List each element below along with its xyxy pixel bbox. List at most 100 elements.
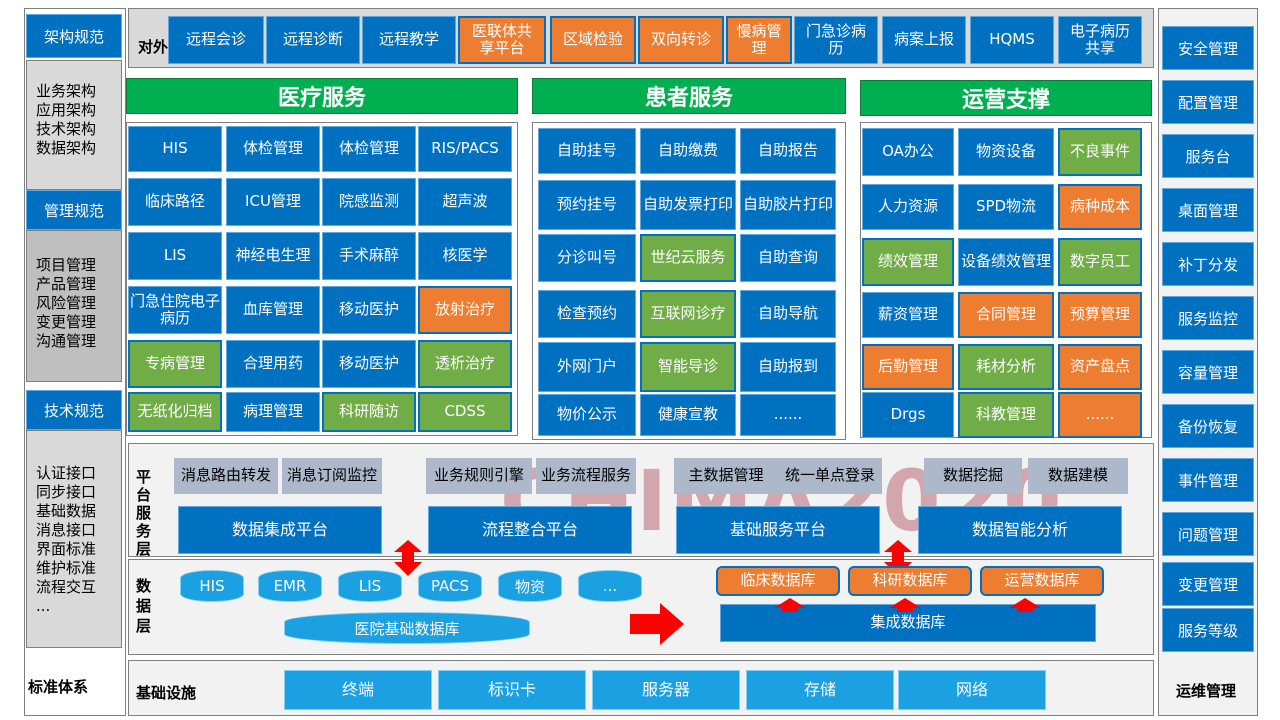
medical-service: 体检管理 (322, 126, 416, 172)
ops-service: Drgs (862, 392, 954, 438)
medical-service: 核医学 (418, 232, 512, 280)
standard-item: 流程交互 (36, 578, 97, 596)
medical-service: 临床路径 (128, 178, 222, 226)
medical-services-header: 医疗服务 (126, 78, 518, 114)
standard-item: 认证接口 (36, 464, 97, 482)
platform-top-service: 数据建模 (1028, 458, 1128, 494)
ops-mgmt-item: 服务等级 (1162, 608, 1254, 652)
ops-mgmt-item: 桌面管理 (1162, 188, 1254, 232)
platform-layer-label: 平台服务层 (136, 468, 152, 558)
external-label: 对外 (138, 38, 169, 56)
ops-service: 耗材分析 (958, 344, 1054, 390)
ops-service: 病种成本 (1058, 184, 1142, 230)
ops-mgmt-item: 问题管理 (1162, 512, 1254, 556)
medical-service: 透析治疗 (418, 340, 512, 388)
medical-service: 手术麻醉 (322, 232, 416, 280)
arch-spec-list-panel (26, 60, 122, 190)
medical-service: 无纸化归档 (128, 392, 222, 432)
ops-service: 薪资管理 (862, 292, 954, 338)
external-item: 区域检验 (550, 16, 636, 64)
medical-service: 合理用药 (226, 340, 320, 388)
medical-service: 神经电生理 (226, 232, 320, 280)
ops-mgmt-item: 补丁分发 (1162, 242, 1254, 286)
patient-service: 世纪云服务 (640, 234, 736, 282)
up-arrow-1 (774, 598, 806, 612)
source-db-cylinder: PACS (418, 570, 482, 602)
platform-core: 基础服务平台 (676, 506, 880, 554)
medical-service: LIS (128, 232, 222, 280)
mgmt-spec-list: 项目管理产品管理风险管理变更管理沟通管理 (36, 256, 96, 351)
standard-item: 技术架构 (36, 120, 97, 138)
standard-item: 基础数据 (36, 502, 97, 520)
ops-service: 设备绩效管理 (958, 238, 1054, 286)
up-down-arrow-left (394, 540, 422, 576)
patient-service: 互联网诊疗 (640, 290, 736, 338)
medical-service: 移动医护 (322, 340, 416, 388)
platform-top-service: 主数据管理 (674, 458, 778, 494)
standard-item: 消息接口 (36, 521, 97, 539)
ops-mgmt-item: 容量管理 (1162, 350, 1254, 394)
platform-core: 流程整合平台 (428, 506, 632, 554)
up-arrow-3 (1009, 598, 1041, 612)
ops-mgmt-item: 服务监控 (1162, 296, 1254, 340)
medical-service: 放射治疗 (418, 286, 512, 334)
tech-spec-list: 认证接口同步接口基础数据消息接口界面标准维护标准流程交互... (36, 464, 96, 616)
ops-service: 人力资源 (862, 184, 954, 230)
mgmt-spec-list-panel (26, 230, 122, 382)
source-db-cylinder: 物资 (498, 570, 562, 602)
ops-mgmt-footer: 运维管理 (1176, 682, 1237, 700)
patient-service: 自助报告 (740, 128, 836, 174)
patient-service: 物价公示 (538, 394, 636, 436)
medical-service: RIS/PACS (418, 126, 512, 172)
ops-service: 绩效管理 (862, 238, 954, 286)
tech-spec-title: 技术规范 (26, 390, 122, 430)
patient-service: ...... (740, 394, 836, 436)
domain-db: 科研数据库 (848, 566, 972, 596)
patient-service: 自助查询 (740, 234, 836, 282)
ops-service: 预算管理 (1058, 292, 1142, 338)
ops-service: 科教管理 (958, 392, 1054, 438)
external-item: 门急诊病历 (794, 16, 878, 64)
ops-mgmt-item: 变更管理 (1162, 562, 1254, 606)
ops-service: 不良事件 (1058, 128, 1142, 176)
infra-item: 存储 (746, 670, 894, 710)
medical-service: CDSS (418, 392, 512, 432)
patient-service: 自助发票打印 (640, 180, 736, 230)
standard-item: ... (36, 597, 51, 615)
ops-service: 数字员工 (1058, 238, 1142, 286)
standard-item: 项目管理 (36, 256, 97, 274)
platform-core: 数据智能分析 (918, 506, 1122, 554)
external-item: 远程教学 (362, 16, 456, 64)
ops-service: SPD物流 (958, 184, 1054, 230)
mgmt-spec-title: 管理规范 (26, 190, 122, 230)
patient-service: 自助缴费 (640, 128, 736, 174)
medical-service: 专病管理 (128, 340, 222, 388)
ops-service: 合同管理 (958, 292, 1054, 338)
platform-top-service: 统一单点登录 (778, 458, 882, 494)
medical-service: 血库管理 (226, 286, 320, 334)
patient-service: 健康宣教 (640, 394, 736, 436)
standards-footer: 标准体系 (28, 678, 89, 696)
domain-db: 运营数据库 (980, 566, 1104, 596)
source-db-cylinder: EMR (258, 570, 322, 602)
medical-service: 移动医护 (322, 286, 416, 334)
standard-item: 沟通管理 (36, 332, 97, 350)
external-item: 远程诊断 (266, 16, 360, 64)
standard-item: 应用架构 (36, 101, 97, 119)
source-db-cylinder: LIS (338, 570, 402, 602)
tech-spec-list-panel (26, 430, 122, 648)
patient-service: 外网门户 (538, 342, 636, 392)
standard-item: 业务架构 (36, 82, 97, 100)
medical-service: 门急住院电子病历 (128, 286, 222, 334)
up-arrow-2 (889, 598, 921, 612)
patient-service: 预约挂号 (538, 180, 636, 230)
patient-service: 自助导航 (740, 290, 836, 338)
standard-item: 同步接口 (36, 483, 97, 501)
right-arrow (630, 603, 684, 645)
ops-service: 资产盘点 (1058, 344, 1142, 390)
medical-service: 病理管理 (226, 392, 320, 432)
ops-mgmt-item: 备份恢复 (1162, 404, 1254, 448)
ops-service: 后勤管理 (862, 344, 954, 390)
patient-service: 自助胶片打印 (740, 180, 836, 230)
